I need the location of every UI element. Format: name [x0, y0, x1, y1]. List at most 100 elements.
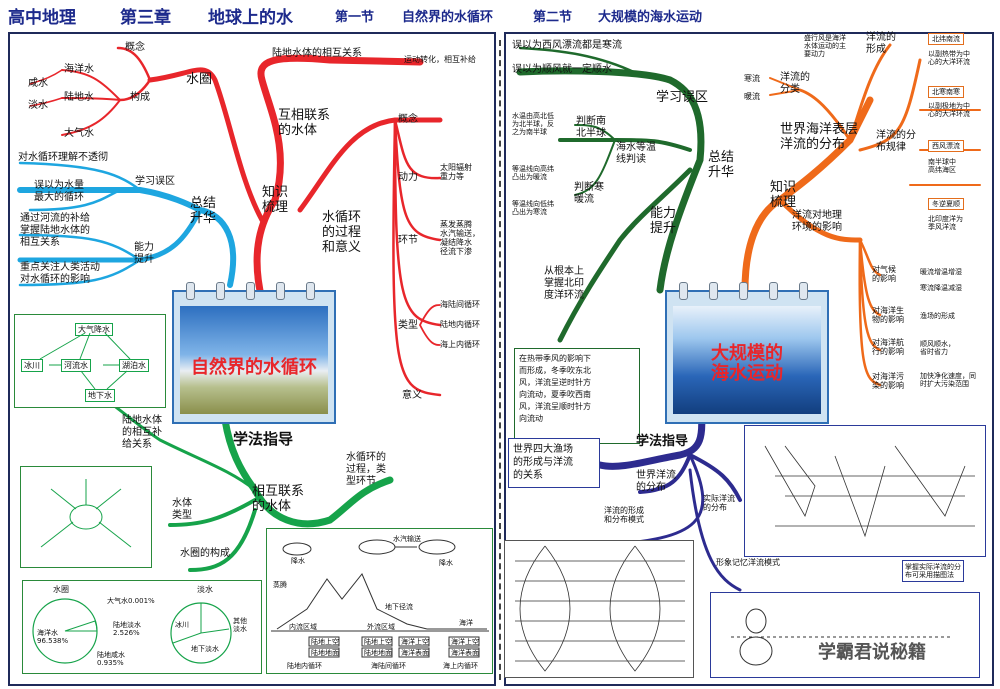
diag-heliu: 河流水 [61, 359, 91, 372]
cycle-sea: 海洋 [459, 619, 473, 627]
cycle-evap: 蒸腾 [273, 581, 287, 589]
ludishui-label: 陆地水 [64, 92, 94, 103]
huxianglianxi-label: 互相联系 的水体 [278, 108, 331, 138]
left-zhishi-label: 知识 梳理 [262, 185, 289, 215]
xifeng-value: 南半球中 高纬海区 [928, 158, 956, 174]
leixing-label: 类型 [398, 320, 418, 331]
right-xuexi-wuqu-label: 学习误区 [656, 90, 709, 105]
left-nengli-label: 能力 提升 [134, 242, 154, 265]
left-wuqu2: 误以为水量 最大的循环 [34, 180, 84, 203]
left-xuexi-wuqu-label: 学习误区 [135, 176, 175, 187]
right-wuqu2: 误以为顺风就一定顺水 [512, 64, 612, 75]
dongji-value: 北印度洋为 季风洋流 [928, 215, 963, 231]
panel-divider [499, 40, 501, 680]
xifeng-tag: 西风漂流 [928, 140, 964, 152]
course-title: 高中地理 [8, 8, 76, 28]
branch-navy-main [596, 396, 706, 470]
huanjie-value: 蒸发蒸腾 水汽输送， 凝结降水 径流下渗 [440, 220, 480, 256]
ludi-xianghu-label: 陆地水体的相互关系 [272, 48, 362, 59]
pie-land-salt-label: 陆地咸水 0.935% [97, 651, 125, 667]
ludi-buji-label: 陆地水体 的相互补 给关系 [122, 415, 162, 450]
guilv-label: 洋流的分 布规律 [876, 130, 916, 153]
dengwen-label: 海水等温 线判读 [616, 142, 656, 165]
left-xuefa-label: 学法指导 [233, 430, 294, 448]
pie-fresh-title: 淡水 [197, 585, 213, 594]
pie-other-label: 其他 淡水 [233, 617, 247, 633]
zhangwo-note: 掌握实际洋流的分 布可采用描图法 [902, 560, 964, 582]
pie-land-fresh-label: 陆地淡水 2.526% [113, 621, 141, 637]
pie-sea-title: 水圈 [53, 585, 69, 594]
left-ti1: 通过河流的补给 掌握陆地水体的 相互关系 [20, 213, 90, 248]
goucheng-label: 构成 [130, 92, 150, 103]
left-board-title: 自然界的水循环 [191, 357, 317, 378]
danshui-label: 淡水 [28, 100, 48, 111]
chengshui-label: 咸水 [28, 78, 48, 89]
sx-guocheng-label: 水循环的 过程，类 型环节 [346, 452, 386, 487]
pie-sea-label: 海洋水 96.538% [37, 629, 69, 645]
cycle-inner: 内流区域 [289, 623, 317, 631]
cycle-outer: 外流区域 [367, 623, 395, 631]
branch-dkgreen-main [516, 67, 705, 294]
right-xuefa-label: 学法指导 [636, 434, 689, 449]
beiqing-tag: 北寒南寒 [928, 86, 964, 98]
left-zongjie-label: 总结 升华 [190, 196, 217, 226]
dongji-tag: 冬逆夏顺 [928, 198, 964, 210]
moshi-label: 洋流的形成 和分布模式 [604, 506, 644, 524]
dongli-value: 太阳辐射 重力等 [440, 163, 472, 181]
yundong-label: 运动转化，相互补给 [404, 55, 476, 64]
cycle-l4: 陆地地面 [364, 649, 392, 657]
section1-title: 自然界的水循环 [402, 10, 494, 25]
yuchang-box: 世界四大渔场 的形成与洋流 的关系 [508, 438, 600, 488]
genben-label: 从根本上 掌握北印 度洋环流 [544, 266, 584, 301]
cycle-c1: 陆地内循环 [287, 662, 322, 670]
diag-bingchuan: 冰川 [21, 359, 43, 372]
watermark: 学霸君说秘籍 [818, 642, 926, 663]
beiling-tag: 北纬南流 [928, 33, 964, 45]
haiyu-label: 海陆间循环 [440, 300, 480, 309]
pie-charts [32, 598, 232, 664]
world-current-map [744, 425, 986, 557]
right-nengli-label: 能力 提升 [650, 206, 677, 236]
dongli-label: 动力 [398, 172, 418, 183]
nanbei-label: 判断南 北半球 [576, 116, 606, 139]
gainian-label: 概念 [125, 42, 145, 53]
shengwu-v1: 渔场的形成 [920, 312, 955, 320]
shiji-fenbu-label: 实际洋流 的分布 [703, 494, 735, 512]
diag-hupo: 湖泊水 [119, 359, 149, 372]
yiyi-label: 意义 [402, 390, 422, 401]
cycle-rain: 降水 [291, 557, 305, 565]
water-cycle-diagram: 蒸腾 降水 水汽输送 降水 海洋 地下径流 内流区域 外流区域 陆地上空 陆地地… [266, 528, 493, 674]
cycle-l1: 陆地上空 [311, 638, 339, 646]
shijie-fenbu-label: 世界洋流 的分布 [636, 470, 676, 493]
right-t3: 等温线向低纬 凸出为寒流 [512, 200, 554, 216]
beiqing-value: 以副极地为中 心的大洋环流 [928, 102, 970, 118]
water-pie-box: 水圈 淡水 海洋水 96.538% 大气水0.001% 陆地淡水 2.526% … [22, 580, 262, 674]
right-t1: 水温由高北低 为北半球，反 之为南半球 [512, 112, 554, 136]
cycle-rain2: 降水 [439, 559, 453, 567]
shuiquan-label: 水圈 [186, 72, 213, 87]
xingcheng-value: 盛行风是海洋 水体运动的主 要动力 [804, 34, 846, 58]
cycle-l3: 陆地上空 [364, 638, 392, 646]
xingxiang-label: 形象记忆洋流模式 [716, 558, 780, 567]
shuiquan-goucheng-label: 水圈的构成 [180, 548, 230, 559]
xingcheng-label: 洋流的 形成 [866, 32, 896, 55]
chapter-number: 第三章 [120, 8, 171, 28]
memory-pattern-box [710, 592, 980, 678]
cycle-l6: 海洋表面 [401, 649, 429, 657]
left-ti2: 重点关注人类活动 对水循环的影响 [20, 262, 100, 285]
left-title-board: 自然界的水循环 [172, 282, 336, 424]
branch-shuiquan [147, 67, 265, 223]
wuran-v1: 加快净化速度，同 时扩大污染范围 [920, 372, 976, 388]
right-zongjie-label: 总结 升华 [708, 150, 735, 180]
hannuan-label: 判断寒 暖流 [574, 182, 604, 205]
ludinei-label: 陆地内循环 [440, 320, 480, 329]
beiling-value: 以副热带为中 心的大洋环流 [928, 50, 970, 66]
right-zhishi-label: 知识 梳理 [770, 180, 797, 210]
jifeng-box: 在热带季风的影响下 而形成，冬季吹东北 风，洋流呈逆时针方 向流动，夏季吹西南 … [514, 348, 640, 444]
qihou-v2: 寒流降温减湿 [920, 284, 962, 292]
hangxing-v1: 顺风顺水， 省时省力 [920, 340, 955, 356]
water-type-diagram [20, 466, 152, 568]
cycle-l2: 陆地地面 [311, 649, 339, 657]
cycle-l7: 海洋上空 [451, 638, 479, 646]
